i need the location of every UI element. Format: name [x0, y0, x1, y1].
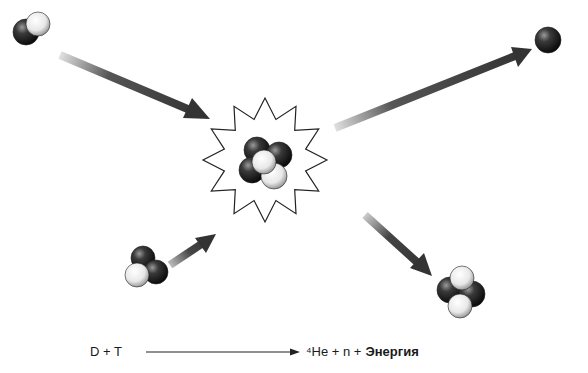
helium-nucleus [437, 266, 485, 318]
incoming-arrow [60, 55, 210, 119]
products-label: ⁴He + n + [306, 344, 361, 360]
reactants-label: D + T [90, 344, 122, 360]
incoming-arrow [170, 234, 216, 265]
outgoing-arrow [335, 47, 532, 128]
outgoing-arrow [365, 215, 432, 276]
deuterium-nucleus [13, 12, 50, 45]
tritium-nucleus [125, 246, 168, 287]
starburst [203, 98, 327, 222]
compound-nucleus [239, 137, 292, 189]
reaction-arrow [146, 349, 300, 356]
energy-label: Энергия [365, 344, 418, 360]
neutron [535, 27, 561, 53]
